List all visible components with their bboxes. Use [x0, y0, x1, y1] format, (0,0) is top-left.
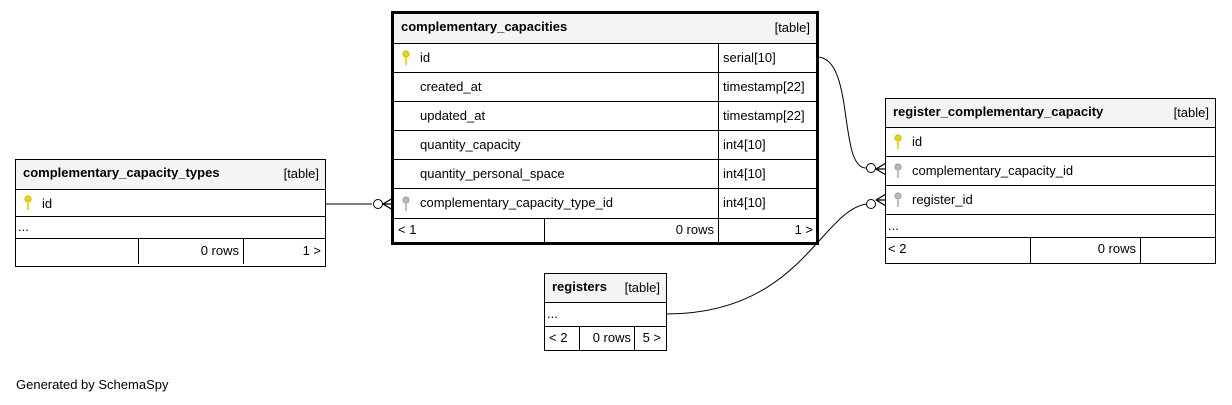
foreign-key-icon: [894, 192, 902, 211]
column-divider: [718, 160, 719, 188]
table-complementary-capacity-types[interactable]: complementary_capacity_types [table] id …: [15, 159, 326, 267]
ellipsis-row: ...: [886, 215, 1215, 238]
table-footer: < 2 0 rows: [886, 238, 1215, 263]
table-kind: [table]: [624, 280, 660, 295]
column-name: id: [42, 196, 53, 211]
table-header: register_complementary_capacity [table]: [886, 99, 1215, 128]
footer-row-count: 0 rows: [592, 330, 631, 345]
footer-divider: [1140, 238, 1141, 263]
footer-parents[interactable]: < 1: [398, 222, 417, 237]
footer-parents[interactable]: [19, 243, 134, 264]
column-row-id[interactable]: id serial[10]: [394, 44, 816, 73]
column-row-register-id[interactable]: register_id: [886, 186, 1215, 215]
footer-divider: [634, 327, 635, 350]
footer-divider: [718, 219, 719, 242]
table-kind: [table]: [1173, 105, 1209, 120]
ellipsis: ...: [888, 218, 899, 233]
key-icon: [24, 195, 32, 214]
column-row-id[interactable]: id: [886, 128, 1215, 157]
footer-divider: [579, 327, 580, 350]
column-divider: [718, 102, 719, 130]
table-complementary-capacities[interactable]: complementary_capacities [table] id seri…: [391, 11, 819, 245]
column-name: quantity_capacity: [420, 137, 521, 152]
link-capacity-register-crowfoot: [875, 162, 887, 176]
footer-parents[interactable]: < 2: [888, 241, 907, 256]
column-name: created_at: [420, 79, 482, 94]
column-type: int4[10]: [723, 137, 766, 152]
table-kind: [table]: [283, 166, 319, 181]
column-name: id: [420, 50, 431, 65]
table-footer: 0 rows 1 >: [16, 239, 325, 264]
column-divider: [718, 189, 719, 218]
footer-children[interactable]: 5 >: [642, 330, 661, 345]
table-registers[interactable]: registers [table] ... < 2 0 rows 5 >: [544, 273, 667, 351]
link-registers-crowfoot: [875, 193, 887, 207]
column-row-created-at[interactable]: created_at timestamp[22]: [394, 73, 816, 102]
column-type: int4[10]: [723, 166, 766, 181]
link-registers-zero-marker: [866, 199, 876, 209]
column-row-id[interactable]: id: [16, 190, 325, 217]
column-divider: [718, 44, 719, 72]
ellipsis: ...: [547, 306, 558, 321]
generated-by-credit: Generated by SchemaSpy: [16, 377, 169, 392]
footer-row-count: 0 rows: [675, 222, 714, 237]
column-divider: [718, 131, 719, 159]
column-type: timestamp[22]: [723, 108, 805, 123]
column-name: quantity_personal_space: [420, 166, 565, 181]
column-row-quantity-personal-space[interactable]: quantity_personal_space int4[10]: [394, 160, 816, 189]
table-header: complementary_capacities [table]: [394, 14, 816, 44]
table-register-complementary-capacity[interactable]: register_complementary_capacity [table] …: [885, 98, 1216, 264]
footer-row-count: 0 rows: [1097, 241, 1136, 256]
table-name: registers: [552, 279, 607, 294]
key-icon: [402, 50, 410, 69]
footer-children[interactable]: 1 >: [302, 243, 321, 258]
column-row-complementary-capacity-id[interactable]: complementary_capacity_id: [886, 157, 1215, 186]
footer-parents[interactable]: < 2: [549, 330, 568, 345]
column-type: timestamp[22]: [723, 79, 805, 94]
foreign-key-icon: [402, 196, 410, 215]
footer-divider: [138, 239, 139, 264]
key-icon: [894, 134, 902, 153]
link-capacity-register: [816, 56, 867, 169]
column-name: updated_at: [420, 108, 486, 123]
footer-children[interactable]: [1142, 241, 1210, 263]
footer-children[interactable]: 1 >: [794, 222, 813, 237]
ellipsis-row: ...: [545, 303, 666, 327]
column-divider: [718, 73, 719, 101]
table-footer: < 1 0 rows 1 >: [394, 219, 816, 242]
ellipsis: ...: [18, 219, 29, 234]
footer-divider: [243, 239, 244, 264]
table-header: registers [table]: [545, 274, 666, 303]
footer-row-count: 0 rows: [200, 243, 239, 258]
link-registers: [665, 203, 867, 315]
footer-divider: [1030, 238, 1031, 263]
footer-divider: [544, 219, 545, 242]
column-name: complementary_capacity_type_id: [420, 195, 613, 210]
column-type: serial[10]: [723, 50, 776, 65]
table-name: register_complementary_capacity: [893, 104, 1104, 119]
link-capacity-register-zero-marker: [866, 163, 876, 173]
column-row-quantity-capacity[interactable]: quantity_capacity int4[10]: [394, 131, 816, 160]
table-name: complementary_capacity_types: [23, 165, 220, 180]
table-kind: [table]: [774, 20, 810, 35]
foreign-key-icon: [894, 163, 902, 182]
column-type: int4[10]: [723, 195, 766, 210]
table-footer: < 2 0 rows 5 >: [545, 327, 666, 350]
table-name: complementary_capacities: [401, 19, 568, 34]
link-capacity-type-zero-marker: [373, 199, 383, 209]
column-name: complementary_capacity_id: [912, 163, 1074, 178]
column-name: id: [912, 134, 923, 149]
table-header: complementary_capacity_types [table]: [16, 160, 325, 190]
column-name: register_id: [912, 192, 973, 207]
ellipsis-row: ...: [16, 217, 325, 239]
column-row-updated-at[interactable]: updated_at timestamp[22]: [394, 102, 816, 131]
column-row-complementary-capacity-type-id[interactable]: complementary_capacity_type_id int4[10]: [394, 189, 816, 219]
